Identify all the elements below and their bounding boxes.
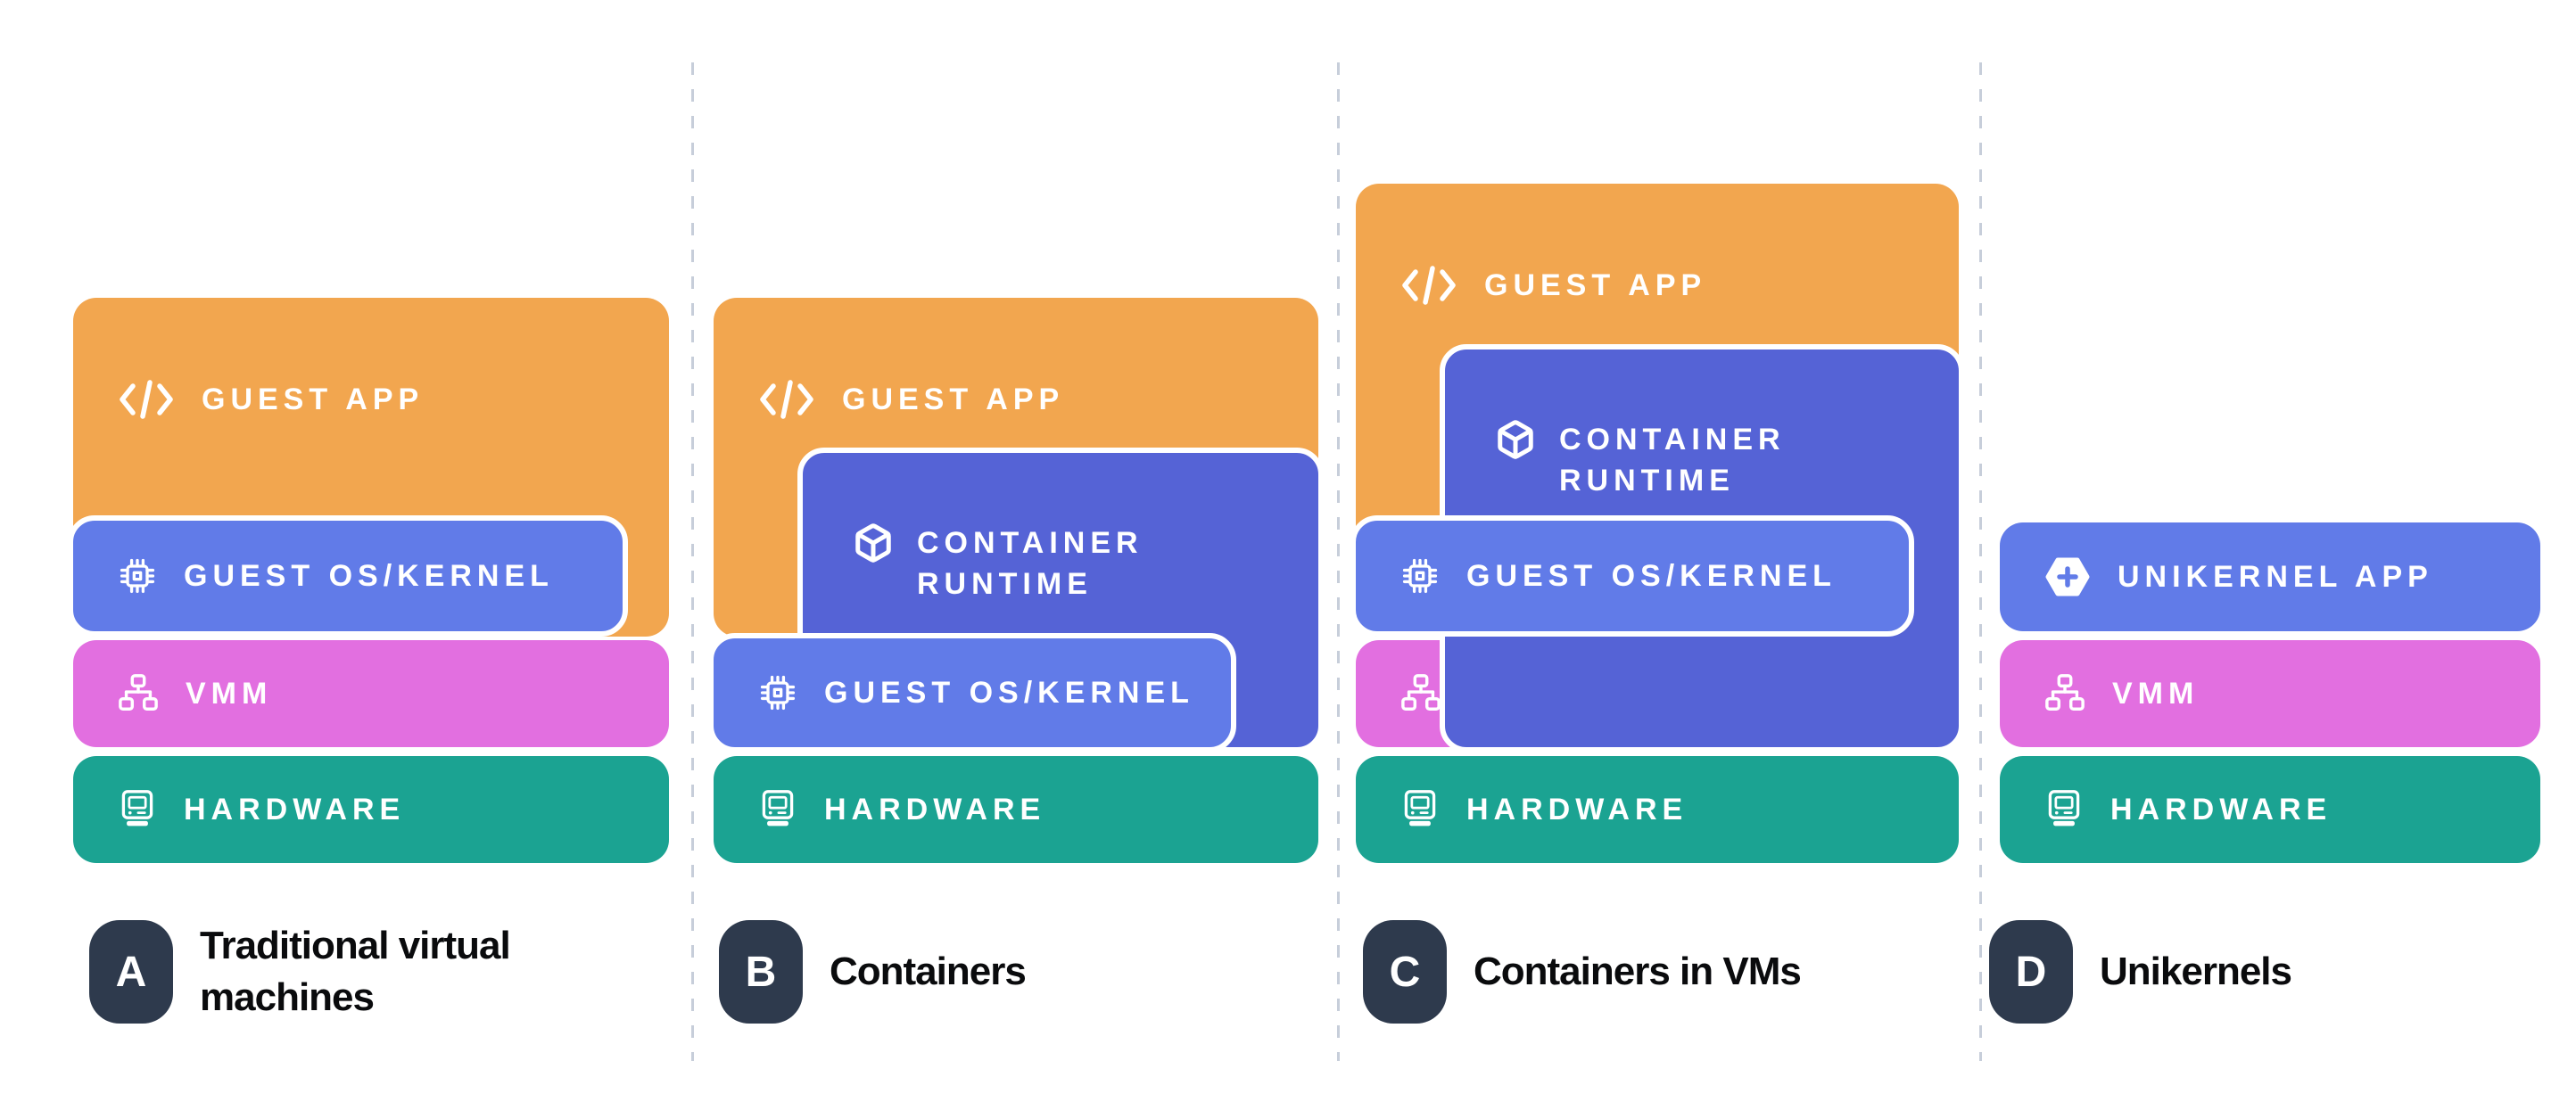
block-label: GUEST APP (1484, 267, 1707, 302)
block-hardware: HARDWARE (73, 756, 669, 863)
code-icon (1400, 266, 1457, 305)
block-unikernel-app: UNIKERNEL APP (2000, 522, 2540, 631)
panel-title-a: Traditional virtual machines (200, 924, 511, 1019)
panel-divider-3 (1979, 62, 1982, 1061)
cube-icon (1495, 419, 1536, 460)
panel-badge-b: B (719, 920, 803, 1024)
code-icon (118, 380, 175, 419)
block-vmm: VMM (2000, 640, 2540, 747)
block-guest-os-kernel: GUEST OS/KERNEL (68, 515, 628, 637)
block-label: GUEST APP (202, 382, 425, 416)
cube-icon (853, 522, 894, 563)
block-label: HARDWARE (2110, 792, 2332, 826)
panel-divider-2 (1337, 62, 1340, 1061)
block-label: HARDWARE (824, 792, 1046, 826)
monitor-icon (2044, 789, 2084, 830)
hexagon-plus-icon (2044, 557, 2091, 596)
block-label: HARDWARE (184, 792, 406, 826)
panel-badge-c: C (1363, 920, 1447, 1024)
panel-divider-1 (691, 62, 694, 1061)
panel-badge-a: A (89, 920, 173, 1024)
block-label: VMM (2112, 676, 2200, 711)
code-icon (758, 380, 815, 419)
block-hardware: HARDWARE (2000, 756, 2540, 863)
panel-title-d: Unikernels (2100, 950, 2292, 993)
panel-title-b: Containers (830, 950, 1027, 993)
block-hardware: HARDWARE (1356, 756, 1959, 863)
block-label: CONTAINER RUNTIME (917, 526, 1144, 601)
block-label: GUEST OS/KERNEL (824, 675, 1194, 710)
network-icon (118, 673, 159, 714)
block-label: GUEST APP (842, 382, 1065, 416)
chip-icon (1400, 556, 1440, 596)
block-guest-os-kernel: GUEST OS/KERNEL (708, 633, 1236, 752)
chip-icon (118, 556, 157, 596)
block-hardware: HARDWARE (714, 756, 1318, 863)
block-label: UNIKERNEL APP (2118, 559, 2433, 594)
network-icon (2044, 673, 2085, 714)
block-label: VMM (186, 676, 273, 711)
monitor-icon (1400, 789, 1440, 830)
chip-icon (758, 673, 797, 712)
panel-badge-d: D (1989, 920, 2073, 1024)
panel-title-c: Containers in VMs (1474, 950, 1802, 993)
block-label: GUEST OS/KERNEL (1466, 558, 1837, 593)
block-label: CONTAINER RUNTIME (1559, 423, 1786, 498)
network-icon (1400, 673, 1441, 714)
block-label: GUEST OS/KERNEL (184, 558, 554, 593)
block-vmm: VMM (73, 640, 669, 747)
block-guest-os-kernel: GUEST OS/KERNEL (1350, 515, 1914, 637)
block-label: HARDWARE (1466, 792, 1688, 826)
monitor-icon (118, 789, 157, 830)
monitor-icon (758, 789, 797, 830)
